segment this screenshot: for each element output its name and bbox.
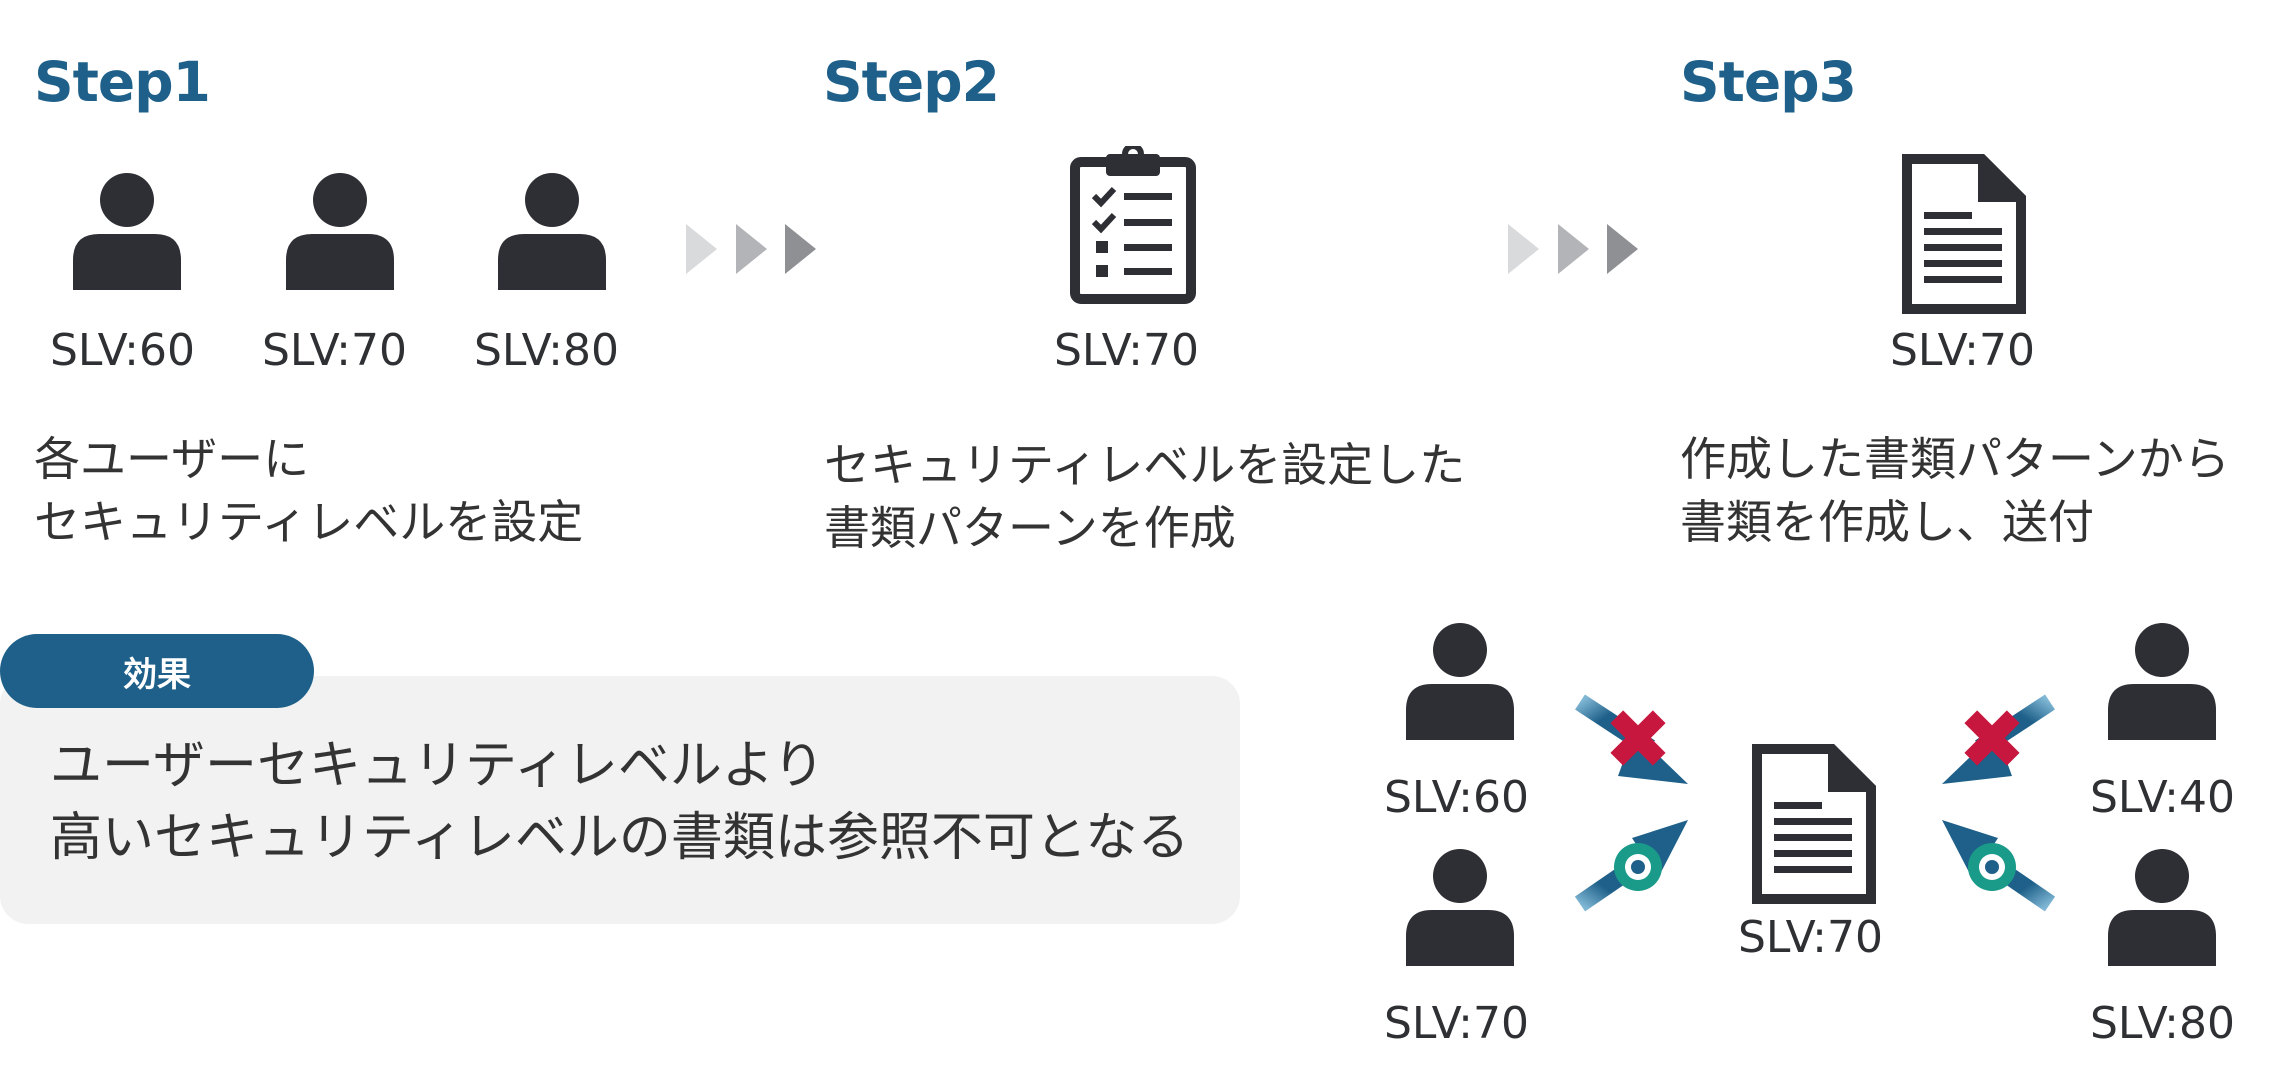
chevron-right-icon (785, 224, 816, 274)
step2-description: セキュリティレベルを設定した 書類パターンを作成 (824, 434, 1465, 560)
user-slv-label: SLV:80 (2090, 998, 2235, 1049)
user-slv-label: SLV:70 (262, 325, 407, 376)
chevron-right-icon (736, 224, 767, 274)
effect-line2: 高いセキュリティレベルの書類は参照不可となる (50, 808, 1190, 868)
clipboard-checklist-icon (1070, 146, 1196, 304)
document-slv-label: SLV:70 (1890, 325, 2035, 376)
user-icon (1406, 622, 1514, 740)
user-slv-label: SLV:80 (474, 325, 619, 376)
effect-line1: ユーザーセキュリティレベルより (50, 736, 825, 796)
step1-desc-line2: セキュリティレベルを設定 (34, 495, 584, 549)
document-icon (1902, 154, 2026, 314)
step-arrows-1 (686, 224, 816, 274)
pattern-slv-label: SLV:70 (1054, 325, 1199, 376)
chevron-right-icon (1508, 224, 1539, 274)
chevron-right-icon (1607, 224, 1638, 274)
step2-desc-line2: 書類パターンを作成 (824, 501, 1236, 555)
user-icon (1406, 848, 1514, 966)
user-slv-label: SLV:60 (1384, 772, 1529, 823)
step1-description: 各ユーザーに セキュリティレベルを設定 (34, 428, 583, 554)
user-icon (73, 172, 181, 290)
effect-box (0, 676, 1240, 924)
access-arrows (1574, 694, 2056, 912)
step1-desc-line1: 各ユーザーに (34, 432, 310, 486)
step2-desc-line1: セキュリティレベルを設定した (824, 438, 1466, 492)
step-arrows-2 (1508, 224, 1638, 274)
user-slv-label: SLV:60 (50, 325, 195, 376)
effect-badge: 効果 (0, 634, 314, 708)
user-slv-label: SLV:40 (2090, 772, 2235, 823)
step3-desc-line1: 作成した書類パターンから (1680, 432, 2230, 486)
user-icon (498, 172, 606, 290)
circle-ok-icon (1968, 843, 2016, 891)
document-slv-label: SLV:70 (1738, 912, 1883, 963)
chevron-right-icon (686, 224, 717, 274)
step1-title: Step1 (34, 50, 211, 114)
step3-description: 作成した書類パターンから 書類を作成し、送付 (1680, 428, 2230, 554)
circle-ok-icon (1614, 843, 1662, 891)
step3-title: Step3 (1680, 50, 1857, 114)
step3-desc-line2: 書類を作成し、送付 (1680, 495, 2094, 549)
step2-title: Step2 (823, 50, 1000, 114)
user-icon (286, 172, 394, 290)
chevron-right-icon (1558, 224, 1589, 274)
user-slv-label: SLV:70 (1384, 998, 1529, 1049)
cross-icon (1610, 710, 1666, 766)
user-icon (2108, 622, 2216, 740)
effect-description: ユーザーセキュリティレベルより 高いセキュリティレベルの書類は参照不可となる (50, 730, 1189, 874)
cross-icon (1964, 710, 2020, 766)
user-icon (2108, 848, 2216, 966)
